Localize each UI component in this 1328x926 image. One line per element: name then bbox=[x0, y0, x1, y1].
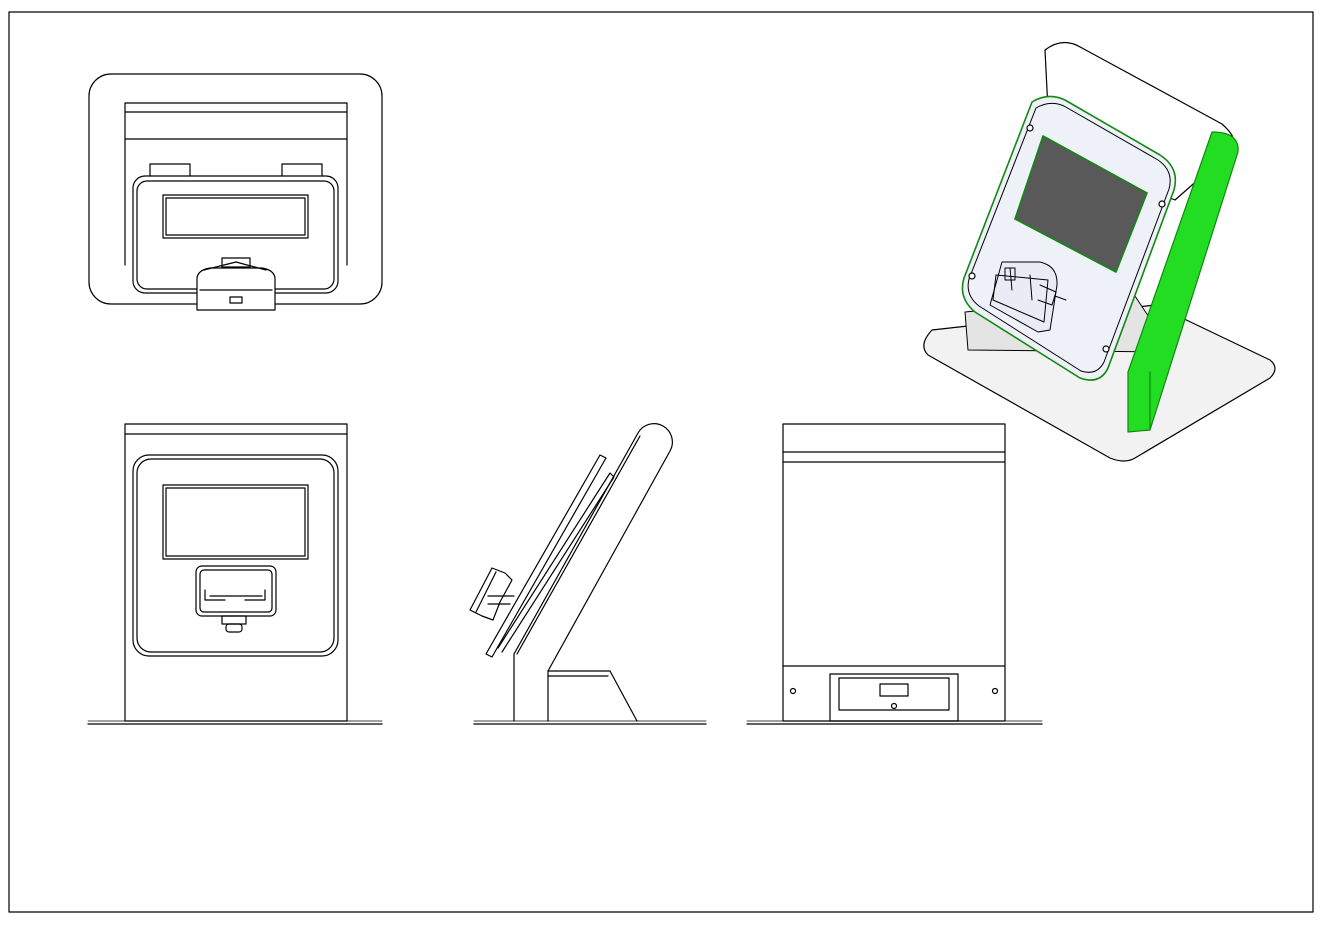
top-view-screen bbox=[162, 194, 309, 239]
front-view-screen bbox=[162, 484, 309, 560]
side-view-front-panel bbox=[485, 454, 607, 658]
top-view-tabs bbox=[149, 163, 323, 177]
back-view bbox=[746, 423, 1043, 725]
side-view bbox=[469, 423, 707, 725]
top-view-rear-housing bbox=[124, 102, 348, 140]
front-view bbox=[87, 423, 383, 725]
back-view-screw-right bbox=[991, 687, 999, 695]
side-view-card-reader bbox=[469, 567, 513, 621]
top-view bbox=[88, 73, 383, 311]
iso-screw-3 bbox=[968, 272, 976, 280]
back-view-screw-left bbox=[789, 687, 797, 695]
back-view-access-door bbox=[829, 673, 959, 722]
iso-screw-4 bbox=[1102, 345, 1110, 353]
front-view-panel bbox=[132, 454, 339, 657]
top-view-card-reader bbox=[196, 267, 276, 311]
side-view-column bbox=[513, 423, 673, 722]
back-view-lock bbox=[890, 702, 898, 710]
front-view-body bbox=[124, 423, 348, 722]
iso-screw-1 bbox=[1026, 124, 1034, 132]
iso-card-reader bbox=[989, 261, 1067, 333]
iso-screw-2 bbox=[1158, 200, 1166, 208]
side-view-rear-box bbox=[547, 670, 638, 722]
iso-green-side bbox=[1127, 131, 1239, 433]
isometric-view bbox=[923, 41, 1276, 462]
back-view-label-window bbox=[879, 683, 909, 697]
iso-screen bbox=[1014, 135, 1148, 273]
